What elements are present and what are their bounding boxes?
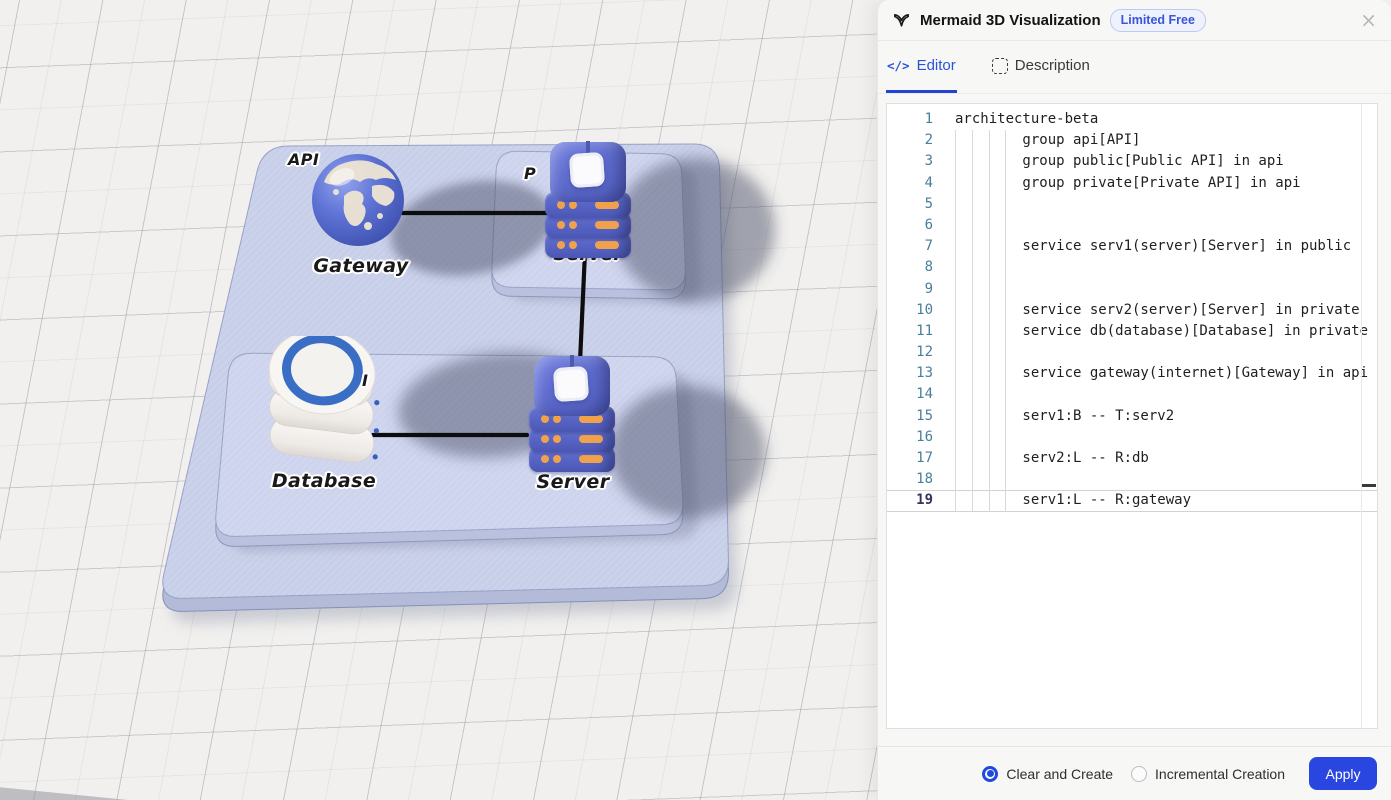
mermaid-logo-icon [893, 13, 910, 27]
group-label-private-fragment: I [362, 371, 369, 390]
line-number: 19 [916, 492, 933, 509]
code-editor[interactable]: 1 architecture-beta 2 group api[API] 3 g… [886, 103, 1378, 729]
editor-line[interactable]: 19 serv1:L -- R:gateway [887, 490, 1377, 511]
edge-serv1-serv2 [577, 249, 588, 365]
line-number: 6 [924, 216, 933, 233]
line-number: 5 [924, 195, 933, 212]
line-code: service gateway(internet)[Gateway] in ap… [955, 365, 1369, 382]
editor-line[interactable]: 12 [887, 342, 1377, 363]
editor-line[interactable]: 5 [887, 194, 1377, 215]
line-number: 12 [916, 344, 933, 361]
line-number: 10 [916, 301, 933, 318]
line-number: 15 [916, 407, 933, 424]
editor-line[interactable]: 13 service gateway(internet)[Gateway] in… [887, 363, 1377, 384]
cursor-marker [1362, 484, 1376, 487]
editor-line[interactable]: 6 [887, 215, 1377, 236]
server-icon[interactable] [544, 141, 632, 262]
apply-button[interactable]: Apply [1309, 757, 1377, 790]
line-number: 13 [916, 365, 933, 382]
editor-line[interactable]: 10 service serv2(server)[Server] in priv… [887, 300, 1377, 321]
editor-line[interactable]: 3 group public[Public API] in api [887, 151, 1377, 172]
tab-description[interactable]: Description [991, 41, 1091, 93]
line-number: 4 [924, 174, 933, 191]
edges [370, 210, 588, 438]
editor-line[interactable]: 11 service db(database)[Database] in pri… [887, 321, 1377, 342]
indent-guide [955, 130, 956, 512]
line-code: group public[Public API] in api [955, 153, 1284, 170]
group-label-public-fragment: P [524, 164, 537, 183]
line-number: 18 [916, 471, 933, 488]
radio-incremental-creation[interactable] [1131, 765, 1148, 782]
line-code: group api[API] [955, 132, 1141, 149]
line-code: group private[Private API] in api [955, 174, 1301, 191]
limited-free-badge: Limited Free [1109, 8, 1206, 32]
line-code: serv1:B -- T:serv2 [955, 407, 1175, 424]
server-top-unit [550, 141, 626, 202]
editor-line[interactable]: 17 serv2:L -- R:db [887, 448, 1377, 469]
database-icon[interactable] [256, 336, 388, 476]
radio-clear-and-create-label[interactable]: Clear and Create [1006, 765, 1114, 782]
frame-icon [991, 57, 1008, 74]
radio-clear-and-create[interactable] [982, 765, 999, 782]
globe-icon[interactable] [310, 152, 406, 248]
line-code: service serv2(server)[Server] in private [955, 301, 1360, 318]
line-number: 2 [924, 132, 933, 149]
server-top-unit [534, 355, 610, 416]
line-number: 17 [916, 450, 933, 466]
line-number: 1 [924, 111, 933, 127]
line-number: 7 [924, 238, 933, 255]
diagram-scene [162, 143, 775, 624]
line-code: serv1:L -- R:gateway [955, 492, 1192, 509]
panel-tabs: </> Editor Description [878, 41, 1391, 94]
radio-incremental-creation-label[interactable]: Incremental Creation [1155, 765, 1285, 782]
node-label-db: Database [271, 470, 377, 492]
line-number: 16 [916, 428, 933, 445]
active-line-highlight [887, 489, 1377, 512]
indent-guide [972, 130, 973, 512]
line-code: architecture-beta [955, 111, 1099, 127]
editor-line[interactable]: 8 [887, 257, 1377, 278]
indent-guide [1005, 130, 1006, 512]
editor-scrollbar[interactable] [1361, 104, 1362, 728]
editor-line[interactable]: 14 [887, 384, 1377, 405]
editor-lines[interactable]: 1 architecture-beta 2 group api[API] 3 g… [887, 104, 1377, 512]
tab-editor-label: Editor [916, 57, 956, 74]
editor-line[interactable]: 4 group private[Private API] in api [887, 173, 1377, 194]
editor-line[interactable]: 15 serv1:B -- T:serv2 [887, 406, 1377, 427]
close-icon[interactable]: × [1360, 8, 1377, 32]
editor-line[interactable]: 18 [887, 469, 1377, 490]
group-label-api: API [288, 150, 320, 169]
panel-title: Mermaid 3D Visualization [920, 11, 1101, 29]
tab-editor[interactable]: </> Editor [886, 41, 957, 93]
panel-footer: Clear and Create Incremental Creation Ap… [878, 746, 1391, 800]
line-number: 14 [916, 386, 933, 403]
line-number: 9 [924, 280, 933, 297]
line-code: service serv1(server)[Server] in public [955, 238, 1352, 255]
mermaid-panel: Mermaid 3D Visualization Limited Free × … [877, 0, 1391, 800]
codemirror-area[interactable]: 1 architecture-beta 2 group api[API] 3 g… [887, 104, 1377, 728]
line-number: 11 [916, 322, 933, 339]
line-number: 3 [924, 153, 933, 170]
line-number: 8 [924, 259, 933, 276]
editor-line[interactable]: 16 [887, 427, 1377, 448]
tab-description-label: Description [1014, 57, 1090, 74]
line-code: serv2:L -- R:db [955, 450, 1149, 466]
editor-line[interactable]: 9 [887, 279, 1377, 300]
panel-header: Mermaid 3D Visualization Limited Free × [878, 0, 1391, 41]
code-icon: </> [887, 58, 910, 73]
node-label-gateway: Gateway [313, 255, 409, 277]
server-icon[interactable] [528, 355, 616, 476]
editor-line[interactable]: 2 group api[API] [887, 130, 1377, 151]
editor-line[interactable]: 7 service serv1(server)[Server] in publi… [887, 236, 1377, 257]
editor-line[interactable]: 1 architecture-beta [887, 109, 1377, 130]
line-code: service db(database)[Database] in privat… [955, 322, 1369, 339]
indent-guide [989, 130, 990, 512]
node-label-serv2: Server [536, 471, 610, 493]
